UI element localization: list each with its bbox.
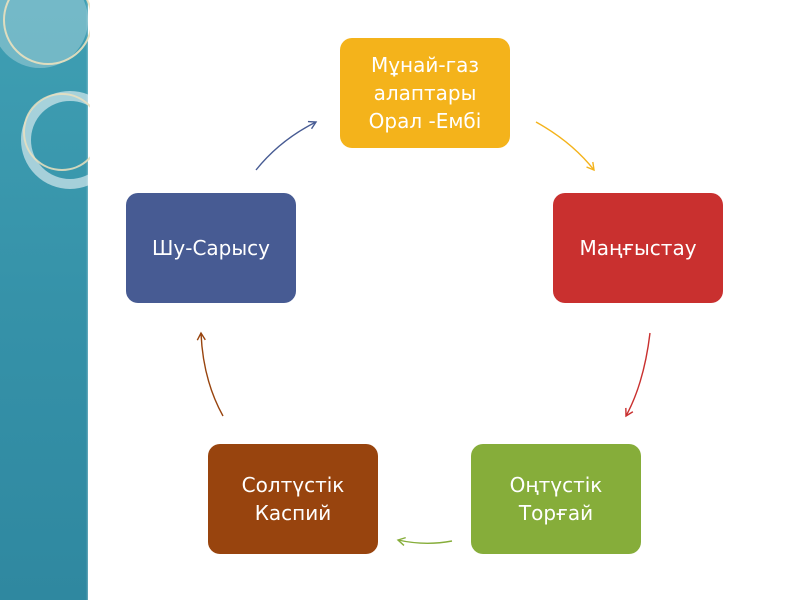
decorative-ring-thick (21, 91, 90, 189)
side-band-edge (86, 0, 90, 600)
arrow-n0-to-n1 (535, 121, 595, 172)
arrow-n1-to-n2 (625, 332, 651, 418)
node-shu-sarysu: Шу-Сарысу (126, 193, 296, 303)
decorative-ring-inner (23, 93, 90, 171)
arrow-n2-to-n3 (396, 536, 453, 546)
decorative-ring-thin (3, 0, 90, 65)
node-ontustik-torgai: Оңтүстік Торғай (471, 444, 641, 554)
node-mangystau: Маңғыстау (553, 193, 723, 303)
node-oral-embi: Мұнай-газ алаптары Орал -Ембі (340, 38, 510, 148)
decorative-circles (0, 0, 90, 189)
node-soltustik-kaspii: Солтүстік Каспий (208, 444, 378, 554)
arrow-n4-to-n0 (255, 120, 318, 171)
arrow-n3-to-n4 (196, 331, 224, 417)
decorative-circle-filled (0, 0, 88, 68)
